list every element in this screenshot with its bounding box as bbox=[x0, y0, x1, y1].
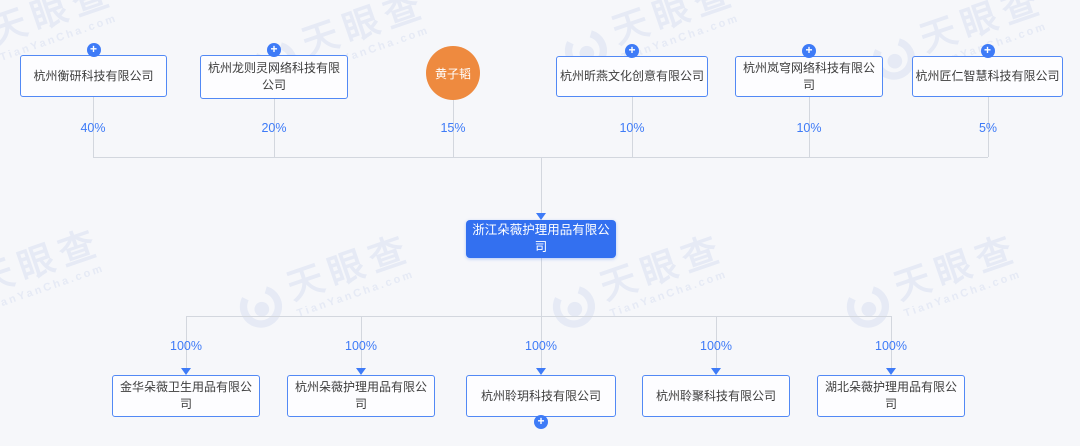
shareholder-box[interactable]: + 杭州匠仁智慧科技有限公司 bbox=[912, 44, 1063, 97]
expand-icon[interactable]: + bbox=[802, 44, 816, 58]
subsidiary-name: 杭州朵薇护理用品有限公司 bbox=[294, 380, 427, 411]
arrow-down-icon bbox=[886, 368, 896, 375]
connector-line bbox=[453, 100, 454, 157]
shareholder-name: 杭州匠仁智慧科技有限公司 bbox=[915, 69, 1060, 84]
connector-line bbox=[541, 258, 542, 316]
shareholder-name: 黄子韬 bbox=[434, 66, 471, 81]
subsidiary-name: 杭州聆玥科技有限公司 bbox=[480, 388, 601, 403]
shareholding-percent-label: 20% bbox=[261, 121, 287, 135]
shareholder-name: 杭州昕燕文化创意有限公司 bbox=[559, 69, 704, 84]
arrow-down-icon bbox=[536, 368, 546, 375]
subsidiary-box[interactable]: 杭州聆聚科技有限公司 bbox=[642, 375, 790, 417]
watermark-text: 天眼查 bbox=[0, 220, 108, 302]
subsidiary-box[interactable]: 金华朵薇卫生用品有限公司 bbox=[112, 375, 260, 417]
watermark-text: 天眼查 bbox=[0, 0, 121, 52]
subsidiary-box[interactable]: 杭州朵薇护理用品有限公司 bbox=[287, 375, 435, 417]
shareholder-box[interactable]: + 杭州龙则灵网络科技有限公司 bbox=[200, 43, 348, 99]
connector-line bbox=[891, 316, 892, 368]
expand-icon[interactable]: + bbox=[625, 44, 639, 58]
connector-line bbox=[632, 97, 633, 157]
shareholding-percent-label: 100% bbox=[700, 339, 732, 353]
expand-icon[interactable]: + bbox=[534, 415, 548, 429]
watermark-subtext: TianYanCha.com bbox=[608, 268, 730, 320]
expand-icon[interactable]: + bbox=[980, 44, 995, 58]
shareholding-percent-label: 100% bbox=[345, 339, 377, 353]
connector-line bbox=[809, 97, 810, 157]
shareholder-box[interactable]: + 杭州岚穹网络科技有限公司 bbox=[735, 44, 883, 97]
subsidiary-name: 杭州聆聚科技有限公司 bbox=[655, 388, 776, 403]
subsidiary-box[interactable]: 杭州聆玥科技有限公司 + bbox=[466, 375, 616, 429]
shareholding-percent-label: 100% bbox=[875, 339, 907, 353]
target-company-name: 浙江朵薇护理用品有限公司 bbox=[472, 222, 610, 255]
shareholder-person-badge[interactable]: 黄子韬 bbox=[426, 46, 480, 100]
expand-icon[interactable]: + bbox=[86, 43, 101, 57]
connector-line bbox=[716, 316, 717, 368]
arrow-down-icon bbox=[356, 368, 366, 375]
subsidiary-box[interactable]: 湖北朵薇护理用品有限公司 bbox=[817, 375, 965, 417]
expand-icon[interactable]: + bbox=[267, 43, 281, 57]
connector-bus bbox=[93, 157, 988, 158]
shareholder-box[interactable]: + 杭州昕燕文化创意有限公司 bbox=[556, 44, 708, 97]
connector-line bbox=[541, 157, 542, 213]
target-company-box[interactable]: 浙江朵薇护理用品有限公司 bbox=[466, 220, 616, 258]
shareholder-name: 杭州岚穹网络科技有限公司 bbox=[742, 60, 875, 92]
watermark-subtext: TianYanCha.com bbox=[0, 262, 107, 314]
shareholder-name: 杭州衡研科技有限公司 bbox=[33, 68, 154, 83]
subsidiary-name: 湖北朵薇护理用品有限公司 bbox=[824, 380, 957, 411]
watermark-subtext: TianYanCha.com bbox=[295, 268, 417, 320]
shareholding-percent-label: 100% bbox=[525, 339, 557, 353]
shareholding-percent-label: 40% bbox=[80, 121, 106, 135]
subsidiary-name: 金华朵薇卫生用品有限公司 bbox=[119, 380, 252, 411]
shareholding-percent-label: 15% bbox=[440, 121, 466, 135]
shareholder-box[interactable]: + 杭州衡研科技有限公司 bbox=[20, 43, 167, 97]
connector-bus bbox=[186, 316, 891, 317]
shareholder-name: 杭州龙则灵网络科技有限公司 bbox=[207, 61, 340, 92]
connector-line bbox=[541, 316, 542, 368]
watermark-text: 天眼查 bbox=[296, 0, 433, 64]
arrow-down-icon bbox=[181, 368, 191, 375]
watermark-subtext: TianYanCha.com bbox=[902, 268, 1024, 320]
arrow-down-icon bbox=[711, 368, 721, 375]
tianyancha-logo-icon bbox=[846, 285, 889, 328]
arrow-down-icon bbox=[536, 213, 546, 220]
connector-line bbox=[988, 97, 989, 157]
tianyancha-logo-icon bbox=[239, 285, 282, 328]
connector-line bbox=[93, 97, 94, 157]
shareholding-percent-label: 5% bbox=[978, 121, 998, 135]
shareholding-percent-label: 10% bbox=[796, 121, 822, 135]
connector-line bbox=[274, 99, 275, 157]
connector-line bbox=[361, 316, 362, 368]
connector-line bbox=[186, 316, 187, 368]
watermark-text: 天眼查 bbox=[888, 226, 1025, 308]
shareholding-percent-label: 10% bbox=[619, 121, 645, 135]
watermark-text: 天眼查 bbox=[281, 226, 418, 308]
tianyancha-logo-icon bbox=[552, 285, 595, 328]
shareholding-percent-label: 100% bbox=[170, 339, 202, 353]
